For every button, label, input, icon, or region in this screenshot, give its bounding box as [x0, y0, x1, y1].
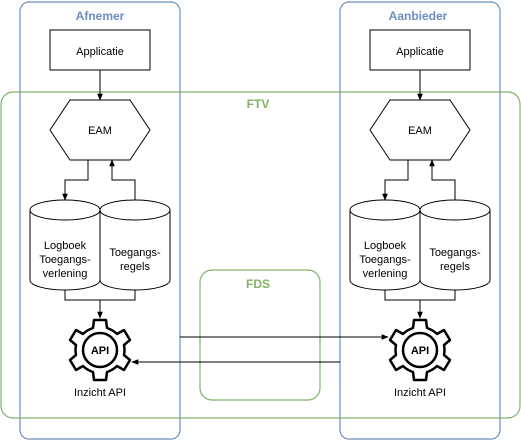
right-api-label: Inzicht API	[394, 387, 446, 399]
left-rules-line1: Toegangs-	[109, 247, 161, 259]
left-eam-to-log-arrow	[62, 160, 89, 201]
right-eam-hexagon	[369, 99, 471, 161]
right-eam-to-log-arrow	[382, 160, 409, 201]
ftv-container	[0, 91, 521, 419]
right-app-label: Applicatie	[396, 46, 444, 58]
right-api-icon-text: API	[411, 345, 429, 357]
afnemer-label: Afnemer	[76, 9, 125, 23]
left-api-icon-text: API	[91, 345, 109, 357]
aanbieder-label: Aanbieder	[389, 9, 448, 23]
left-log-line1: Logboek	[44, 240, 87, 252]
right-log-database	[349, 199, 421, 291]
left-rules-database	[99, 199, 171, 291]
right-rules-line2: regels	[440, 261, 470, 273]
fds-label: FDS	[246, 277, 270, 291]
left-app-box	[49, 29, 151, 71]
left-log-database	[29, 199, 101, 291]
left-rules-to-eam-arrow	[109, 159, 136, 200]
right-eam-label: EAM	[408, 125, 432, 137]
afnemer-container	[19, 1, 181, 440]
right-rules-line1: Toegangs-	[429, 247, 481, 259]
ftv-label: FTV	[247, 97, 270, 111]
left-eam-hexagon	[49, 99, 151, 161]
aanbieder-container	[339, 1, 501, 440]
left-rules-line2: regels	[120, 261, 150, 273]
left-eam-label: EAM	[88, 125, 112, 137]
right-log-line1: Logboek	[364, 240, 407, 252]
right-app-box	[369, 29, 471, 71]
left-log-line3: verlening	[43, 268, 88, 280]
right-log-line2: Toegangs-	[359, 254, 411, 266]
right-rules-to-eam-arrow	[429, 159, 456, 200]
fds-container	[199, 269, 321, 401]
left-db-to-api-connector	[64, 290, 136, 301]
left-log-line2: Toegangs-	[39, 254, 91, 266]
right-log-line3: verlening	[363, 268, 408, 280]
right-rules-database	[419, 199, 491, 291]
right-db-to-api-connector	[384, 290, 456, 301]
left-api-label: Inzicht API	[74, 387, 126, 399]
left-app-label: Applicatie	[76, 46, 124, 58]
